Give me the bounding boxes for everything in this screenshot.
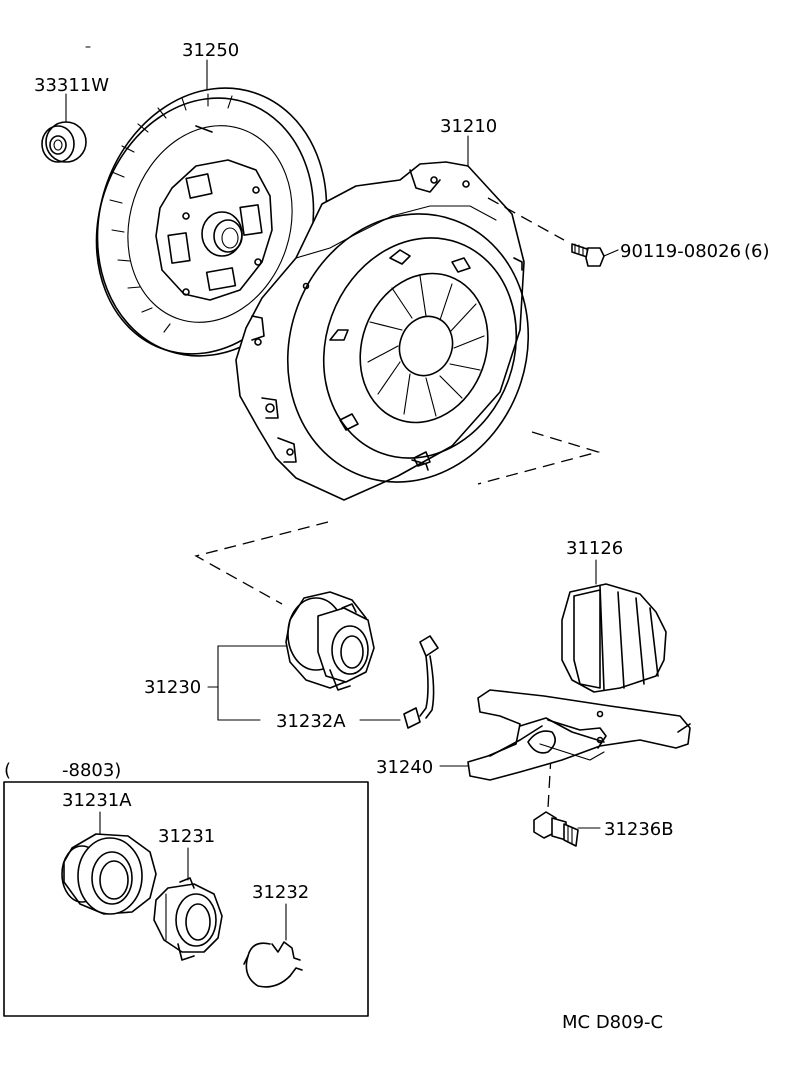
label-release-fork: 31240 — [376, 757, 433, 778]
label-range-open: ( — [4, 760, 11, 781]
label-clutch-disc: 31250 — [182, 40, 239, 61]
label-hub: 31231 — [158, 826, 215, 847]
label-release-bearing: 31231A — [62, 790, 132, 811]
label-bolt: 90119-08026 — [620, 241, 741, 262]
bolt-drawing — [487, 197, 619, 267]
label-cover-assy: 31210 — [440, 116, 497, 137]
boot-drawing — [561, 559, 667, 693]
label-range-code: -8803) — [62, 760, 121, 781]
label-fork-support: 31236B — [604, 819, 674, 840]
fork-support-drawing — [533, 811, 601, 847]
hub-drawing — [153, 847, 223, 961]
label-boot: 31126 — [566, 538, 623, 559]
release-fork-drawing — [439, 689, 691, 781]
legacy-parts-box — [3, 781, 369, 1017]
pilot-bearing-drawing — [41, 93, 87, 163]
diagram-code: MC D809-C — [562, 1012, 663, 1033]
release-bearing-hub-drawing — [207, 591, 375, 721]
clutch-cover-drawing — [235, 135, 530, 501]
label-release-bearing-hub: 31230 — [144, 677, 201, 698]
clip-old-drawing — [243, 903, 303, 988]
label-clip-old: 31232 — [252, 882, 309, 903]
label-pilot-bearing: 33311W — [34, 75, 109, 96]
label-bolt-qty: (6) — [744, 241, 770, 262]
label-clip: 31232A — [276, 711, 346, 732]
clip-drawing — [359, 635, 439, 729]
release-bearing-drawing — [61, 811, 157, 915]
